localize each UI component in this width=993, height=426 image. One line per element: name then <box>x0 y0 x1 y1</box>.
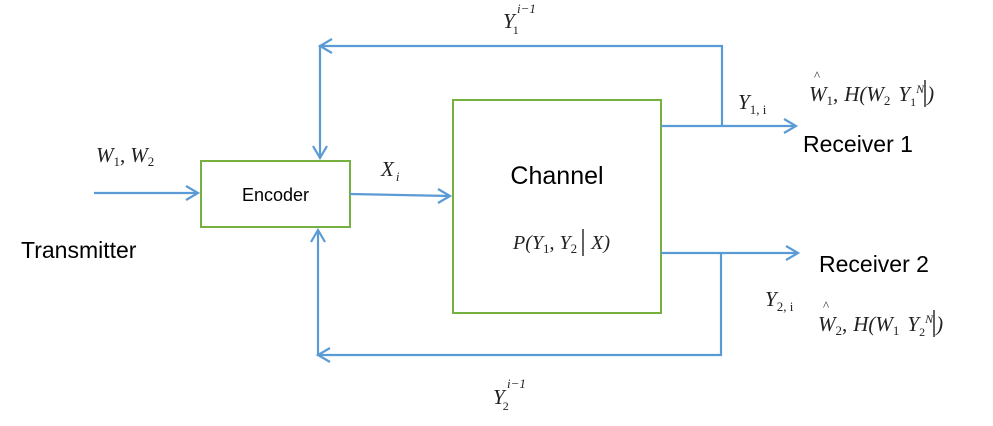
channel-label: Channel <box>510 162 603 190</box>
channel-block <box>452 99 662 314</box>
r2-hat: ^ <box>823 298 829 313</box>
feedback-2-encoder-arrowhead <box>310 227 326 243</box>
feedback-path-1 <box>318 44 724 157</box>
feedback-2-bottom-arrowhead <box>315 347 331 363</box>
y2-past-label: Y2 <box>493 385 509 413</box>
y1-i-label: Y1, i <box>738 90 767 117</box>
receiver2-label: Receiver 2 <box>819 251 929 277</box>
input-arrowhead <box>185 185 201 201</box>
receiver1-label: Receiver 1 <box>803 131 913 157</box>
encoder-label: Encoder <box>242 185 309 205</box>
messages-label: W1,W2 <box>96 143 154 169</box>
feedback-1-encoder-arrowhead <box>312 145 328 161</box>
y2-past-superscript: i−1 <box>507 376 526 391</box>
receiver2-arrowhead <box>785 245 801 261</box>
y1-past-superscript: i−1 <box>517 1 536 16</box>
transmitter-label: Transmitter <box>21 237 137 263</box>
encoder-to-channel-arrowhead <box>437 188 453 204</box>
feedback-1-top-arrowhead <box>317 38 333 54</box>
y1-past-label: Y1 <box>503 9 519 37</box>
y2-i-label: Y2, i <box>765 287 794 314</box>
encoder-block <box>200 160 351 228</box>
receiver1-arrowhead <box>783 118 799 134</box>
encoder-to-channel-arrow <box>349 192 451 198</box>
feedback-path-2 <box>316 231 723 357</box>
r1-hat: ^ <box>814 68 820 83</box>
